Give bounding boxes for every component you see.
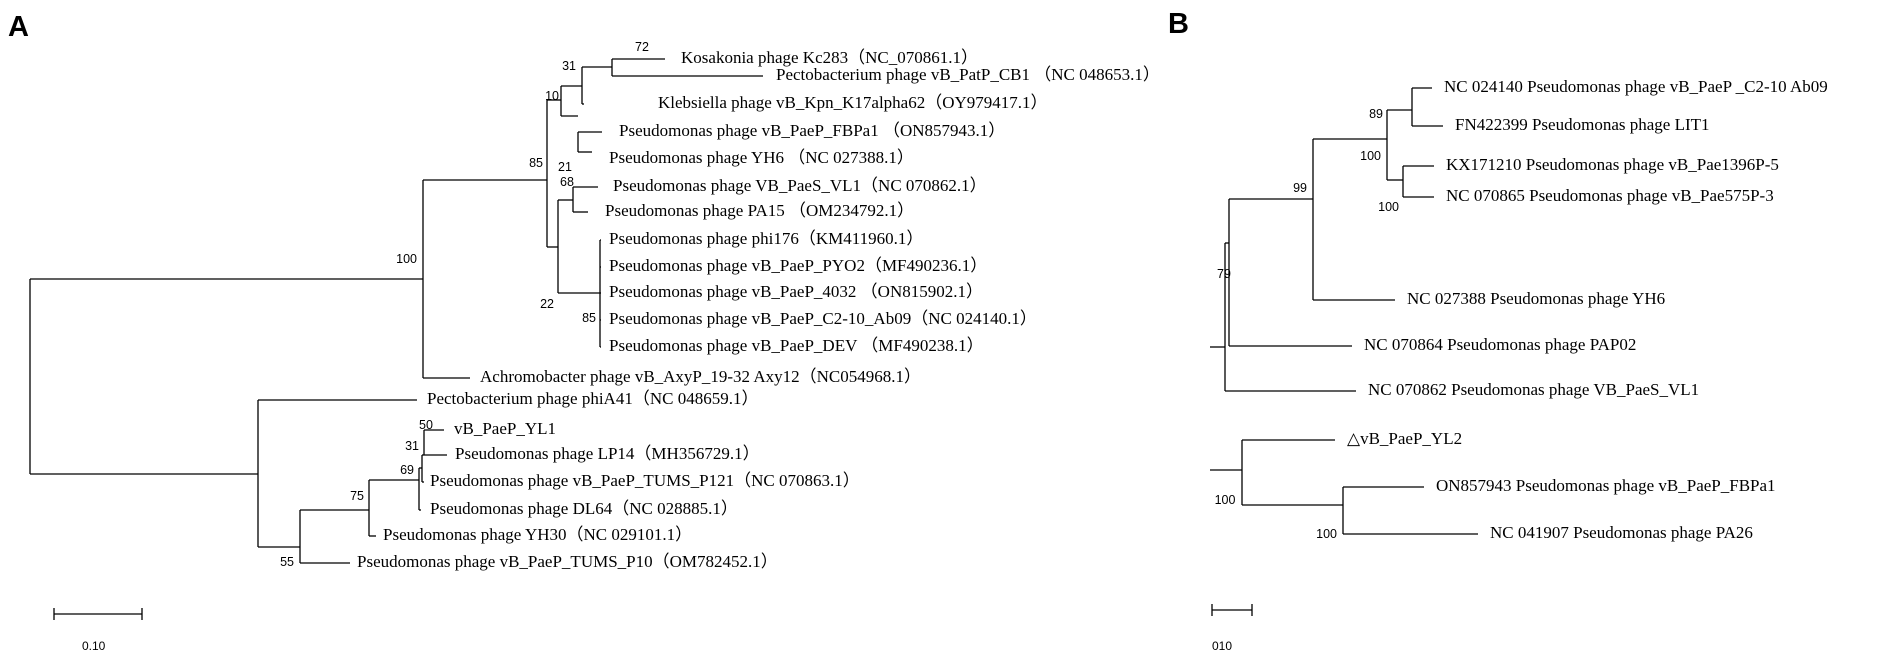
bootstrap-value: 68 (560, 175, 574, 189)
panel-a-label: A (8, 11, 29, 43)
scale-label: 0.10 (82, 639, 106, 653)
bootstrap-value: 72 (635, 40, 649, 54)
leaf-label: Pseudomonas phage YH6 （NC 027388.1） (609, 148, 914, 167)
leaf-label: vB_PaeP_YL1 (454, 419, 556, 438)
bootstrap-value: 10 (545, 89, 559, 103)
leaf-label: Pseudomonas phage LP14（MH356729.1） (455, 444, 760, 463)
leaf-label: Pseudomonas phage vB_PaeP_PYO2（MF490236.… (609, 256, 987, 275)
leaf-label: Pseudomonas phage DL64（NC 028885.1） (430, 499, 738, 518)
panel-a-support-values: 72 31 10 85 21 68 22 85 100 50 31 69 75 … (280, 40, 649, 569)
bootstrap-value: 85 (582, 311, 596, 325)
leaf-label: Pseudomonas phage vB_PaeP_4032 （ON815902… (609, 282, 983, 301)
leaf-label: Pseudomonas phage YH30（NC 029101.1） (383, 525, 692, 544)
leaf-label: NC 070862 Pseudomonas phage VB_PaeS_VL1 (1368, 380, 1699, 399)
bootstrap-value: 31 (562, 59, 576, 73)
bootstrap-value: 22 (540, 297, 554, 311)
bootstrap-value: 79 (1217, 267, 1231, 281)
panel-a-leaf-labels: Kosakonia phage Kc283（NC_070861.1） Pecto… (357, 48, 1160, 571)
bootstrap-value: 55 (280, 555, 294, 569)
bootstrap-value: 100 (1316, 527, 1337, 541)
panel-b-support-values: 89 100 100 99 79 100 100 (1215, 107, 1399, 541)
leaf-label: Achromobacter phage vB_AxyP_19-32 Axy12（… (480, 367, 921, 386)
leaf-label: Klebsiella phage vB_Kpn_K17alpha62（OY979… (658, 93, 1048, 112)
leaf-label: NC 041907 Pseudomonas phage PA26 (1490, 523, 1753, 542)
leaf-label: Kosakonia phage Kc283（NC_070861.1） (681, 48, 978, 67)
leaf-label: Pseudomonas phage phi176（KM411960.1） (609, 229, 923, 248)
panel-b: B (1168, 8, 1828, 653)
leaf-label: NC 024140 Pseudomonas phage vB_PaeP _C2-… (1444, 77, 1828, 96)
panel-a-branches (29, 58, 763, 564)
leaf-label: Pectobacterium phage vB_PatP_CB1 （NC 048… (776, 65, 1160, 84)
leaf-label: NC 027388 Pseudomonas phage YH6 (1407, 289, 1665, 308)
leaf-label: Pseudomonas phage vB_PaeP_C2-10_Ab09（NC … (609, 309, 1037, 328)
bootstrap-value: 99 (1293, 181, 1307, 195)
scale-label: 010 (1212, 639, 1232, 653)
leaf-label: NC 070865 Pseudomonas phage vB_Pae575P-3 (1446, 186, 1774, 205)
bootstrap-value: 21 (558, 160, 572, 174)
leaf-label: Pseudomonas phage vB_PaeP_DEV （MF490238.… (609, 336, 984, 355)
leaf-label: Pseudomonas phage vB_PaeP_TUMS_P121（NC 0… (430, 471, 860, 490)
bootstrap-value: 100 (396, 252, 417, 266)
bootstrap-value: 85 (529, 156, 543, 170)
leaf-label: ON857943 Pseudomonas phage vB_PaeP_FBPa1 (1436, 476, 1776, 495)
leaf-label: Pseudomonas phage PA15 （OM234792.1） (605, 201, 914, 220)
bootstrap-value: 100 (1215, 493, 1236, 507)
leaf-label: NC 070864 Pseudomonas phage PAP02 (1364, 335, 1636, 354)
bootstrap-value: 89 (1369, 107, 1383, 121)
leaf-label: Pectobacterium phage phiA41（NC 048659.1） (427, 389, 758, 408)
panel-b-label: B (1168, 8, 1189, 40)
panel-b-leaf-labels: NC 024140 Pseudomonas phage vB_PaeP _C2-… (1347, 77, 1828, 542)
bootstrap-value: 100 (1360, 149, 1381, 163)
leaf-label: △vB_PaeP_YL2 (1347, 429, 1462, 448)
leaf-label: Pseudomonas phage vB_PaeP_FBPa1 （ON85794… (619, 121, 1005, 140)
bootstrap-value: 50 (419, 418, 433, 432)
bootstrap-value: 100 (1378, 200, 1399, 214)
bootstrap-value: 31 (405, 439, 419, 453)
panel-a: A (8, 11, 1160, 653)
bootstrap-value: 75 (350, 489, 364, 503)
panel-b-scale-bar: 010 (1211, 604, 1253, 653)
panel-a-scale-bar: 0.10 (53, 608, 143, 653)
bootstrap-value: 69 (400, 463, 414, 477)
leaf-label: Pseudomonas phage VB_PaeS_VL1（NC 070862.… (613, 176, 987, 195)
leaf-label: FN422399 Pseudomonas phage LIT1 (1455, 115, 1710, 134)
leaf-label: Pseudomonas phage vB_PaeP_TUMS_P10（OM782… (357, 552, 778, 571)
panel-b-branches (1210, 87, 1478, 535)
leaf-label: KX171210 Pseudomonas phage vB_Pae1396P-5 (1446, 155, 1779, 174)
